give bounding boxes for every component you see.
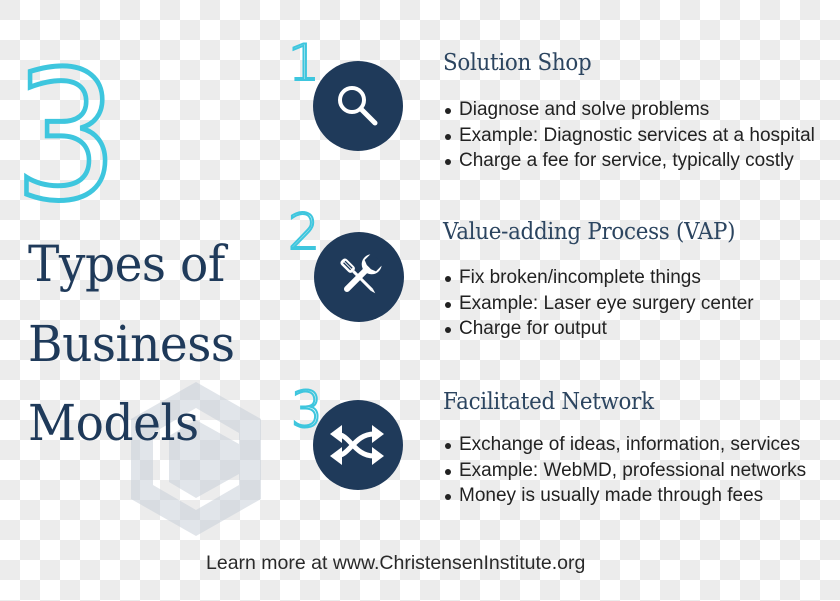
bullet-item: Diagnose and solve problems	[443, 97, 815, 123]
bullet-item: Example: Diagnostic services at a hospit…	[443, 123, 815, 149]
bullet-item: Exchange of ideas, information, services	[443, 432, 806, 458]
title-line-2: Business	[28, 315, 235, 373]
model-bullets-1: Diagnose and solve problems Example: Dia…	[443, 97, 815, 174]
model-title-2: Value-adding Process (VAP)	[443, 219, 736, 245]
title-number: 3	[12, 33, 121, 240]
title-line-3: Models	[28, 394, 199, 452]
model-number-2: 2	[287, 203, 321, 261]
model-icon-circle-3	[313, 400, 403, 490]
model-number-1: 1	[287, 34, 321, 92]
title-line-1: Types of	[28, 235, 225, 293]
bullet-item: Example: WebMD, professional networks	[443, 458, 806, 484]
model-bullets-2: Fix broken/incomplete things Example: La…	[443, 265, 754, 342]
hexagon-logo-watermark	[131, 382, 261, 536]
model-title-1: Solution Shop	[443, 50, 592, 76]
bullet-item: Charge a fee for service, typically cost…	[443, 148, 815, 174]
bullet-item: Money is usually made through fees	[443, 483, 806, 509]
magnifying-glass-icon	[338, 86, 378, 126]
footer-learn-more: Learn more at www.ChristensenInstitute.o…	[206, 552, 586, 574]
crossing-arrows-icon	[330, 425, 384, 465]
model-icon-circle-1	[313, 61, 403, 151]
wrench-screwdriver-icon	[340, 254, 382, 294]
model-bullets-3: Exchange of ideas, information, services…	[443, 432, 806, 509]
model-icon-circle-2	[314, 232, 404, 322]
bullet-item: Example: Laser eye surgery center	[443, 291, 754, 317]
model-title-3: Facilitated Network	[443, 389, 654, 415]
bullet-item: Fix broken/incomplete things	[443, 265, 754, 291]
bullet-item: Charge for output	[443, 316, 754, 342]
